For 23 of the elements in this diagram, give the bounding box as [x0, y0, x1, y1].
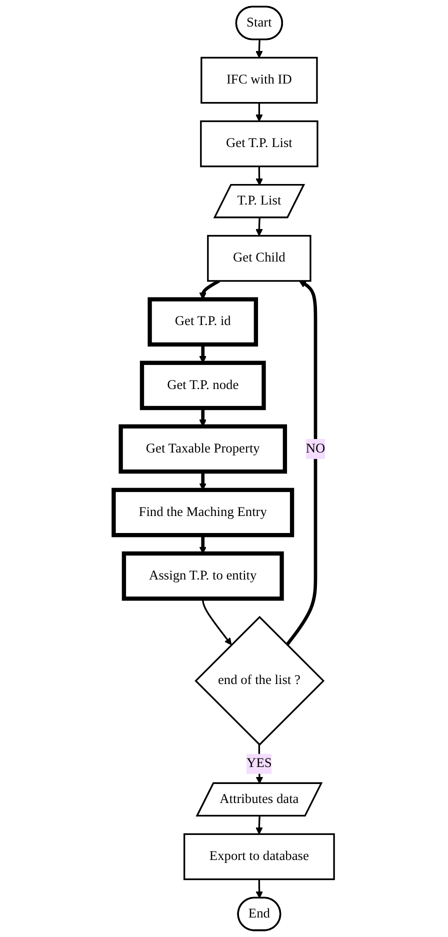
arrow [199, 471, 207, 490]
node-box: Get T.P. id [148, 297, 258, 347]
node-box: Get Taxable Property [118, 424, 288, 474]
arrow [256, 816, 263, 834]
edge-label: NO [306, 441, 326, 456]
arrow [256, 218, 263, 236]
arrow [199, 408, 207, 427]
node-box: Find the Maching Entry [112, 488, 294, 538]
node-box: Assign T.P. to entity [122, 551, 284, 601]
arrow [256, 879, 264, 898]
arrow [286, 280, 318, 646]
arrow [202, 598, 232, 646]
node-box: Get T.P. List [200, 120, 318, 168]
arrow [256, 102, 263, 122]
node-box: IFC with ID [200, 56, 318, 104]
arrow [199, 534, 207, 554]
arrow [256, 166, 264, 186]
arrow [256, 40, 263, 58]
edge-label: YES [246, 756, 272, 771]
node-diamond: end of the list ? [194, 616, 325, 746]
node-box: Get Child [207, 234, 312, 282]
node-box: Export to database [184, 833, 335, 880]
node-box: Get T.P. node [140, 360, 266, 410]
